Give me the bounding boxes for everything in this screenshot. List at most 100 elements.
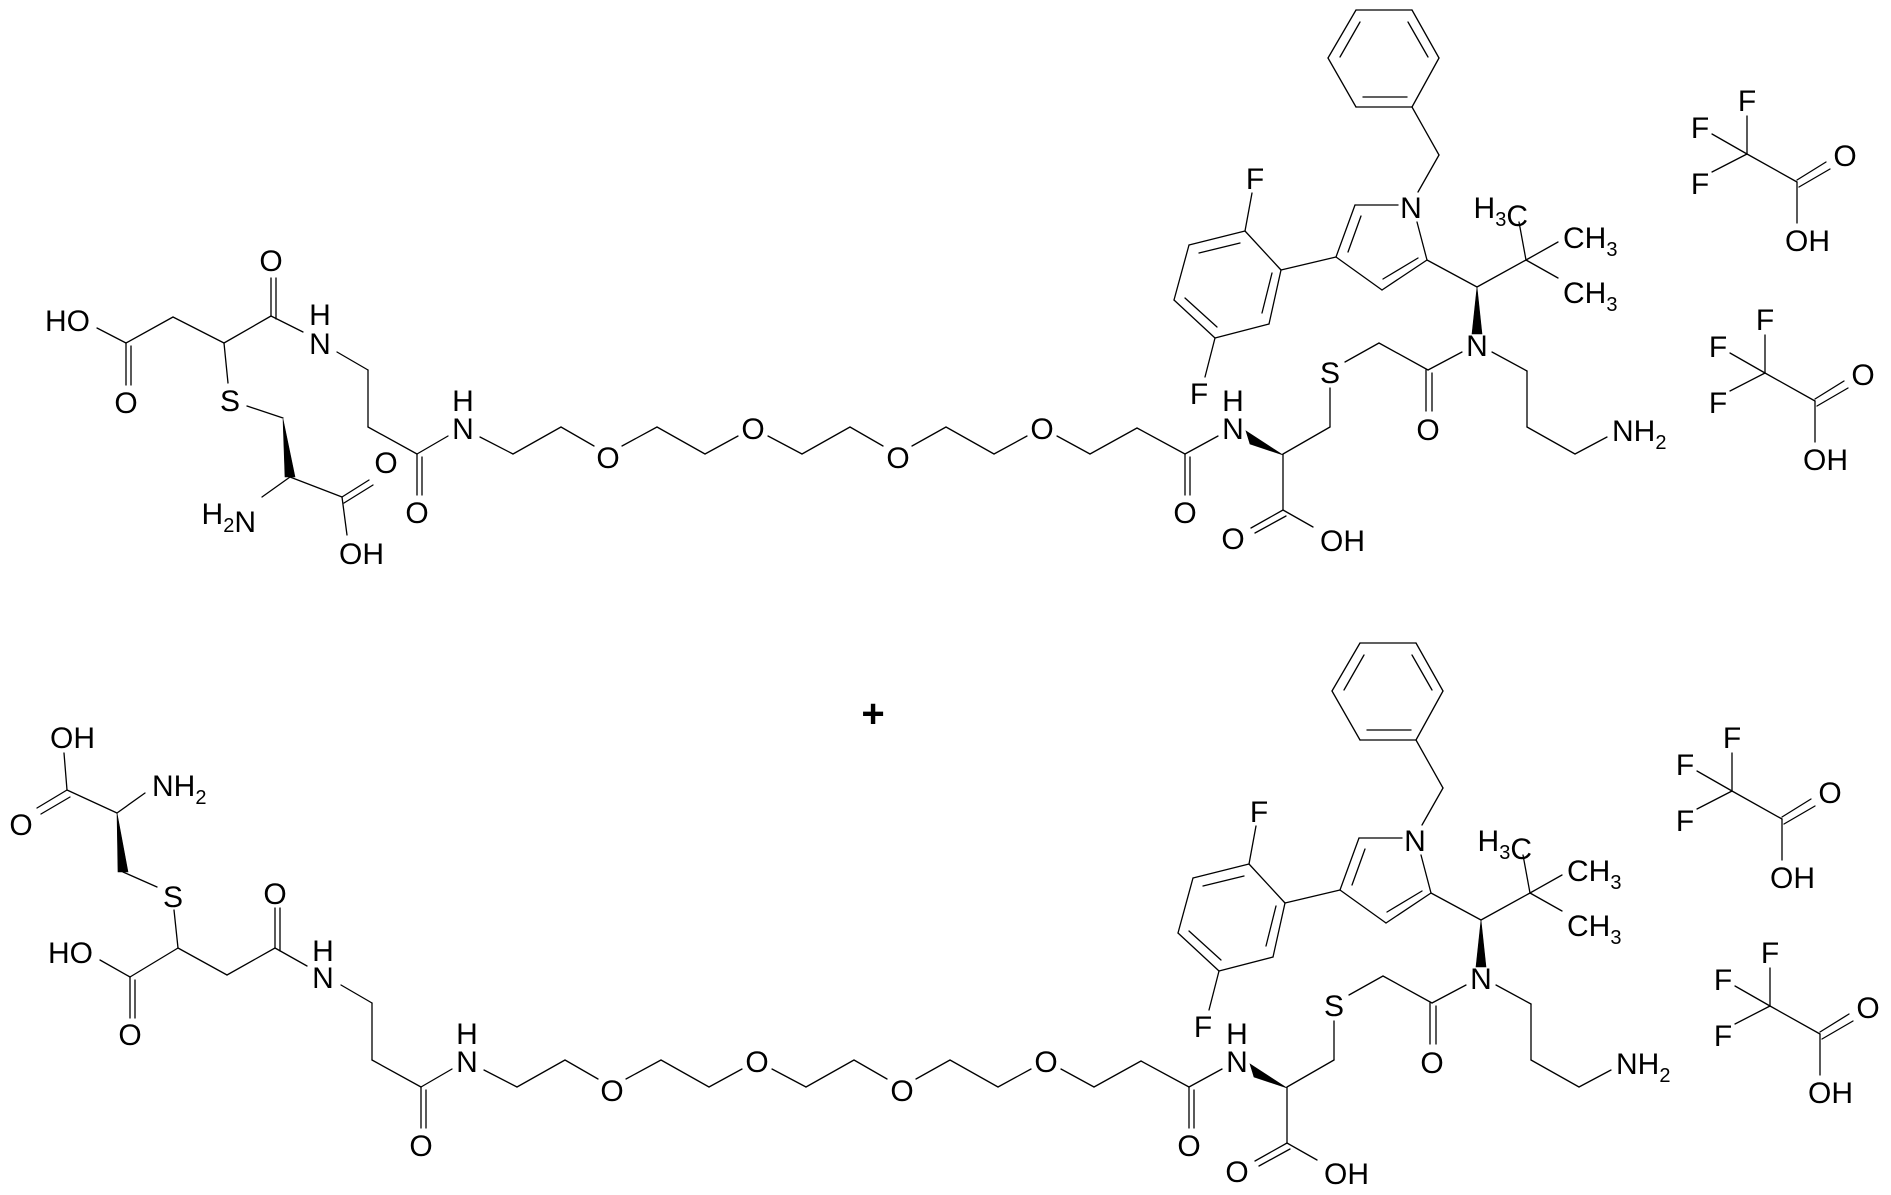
bond-line: [1280, 256, 1337, 271]
bond-line: [1344, 342, 1380, 363]
bond-line: [1411, 9, 1440, 59]
bond-line: [1261, 272, 1273, 314]
bond-line: [1518, 221, 1527, 261]
atom-label: H: [1222, 385, 1244, 418]
bond-line: [560, 426, 595, 447]
atom-label: F: [1709, 387, 1727, 420]
atom-label: O: [596, 442, 619, 475]
atom-label: F: [1676, 749, 1694, 782]
bond-line: [63, 752, 68, 791]
bond-line: [1529, 874, 1563, 894]
atom-label: OH: [1785, 225, 1830, 258]
bond-line: [1411, 654, 1433, 691]
bond-line: [805, 1059, 855, 1088]
bond-line: [1348, 975, 1384, 996]
bond-line: [1764, 372, 1816, 402]
bond-line: [340, 984, 373, 1004]
atom-label: O: [374, 447, 397, 480]
bond-line: [1173, 299, 1216, 339]
bond-line: [1351, 848, 1366, 886]
bond-line: [116, 792, 146, 814]
bond-line: [1347, 215, 1362, 253]
bond-line: [1821, 1020, 1854, 1040]
bond-line: [289, 476, 343, 498]
atom-label: H: [1226, 1018, 1248, 1051]
atom-label: O: [890, 1075, 913, 1108]
stereo-wedge-bond: [116, 812, 129, 873]
atom-label: NH2: [1616, 1048, 1670, 1087]
bond-line: [1284, 889, 1341, 904]
bond-line: [849, 426, 884, 447]
bond-line: [915, 1059, 951, 1080]
bond-line: [1218, 956, 1274, 972]
bond-line: [1188, 930, 1222, 961]
bond-line: [1529, 892, 1563, 912]
bond-line: [1381, 259, 1428, 291]
atom-label: OH: [1320, 525, 1365, 558]
atom-label: O: [405, 497, 428, 530]
bond-line: [1386, 890, 1423, 913]
atom-label: H: [452, 385, 474, 418]
atom-label: N: [309, 328, 331, 361]
bond-line: [1060, 1068, 1095, 1088]
bond-line: [1208, 970, 1220, 1011]
bond-line: [1407, 21, 1429, 58]
bond-line: [997, 1068, 1032, 1088]
bond-line: [1816, 387, 1849, 407]
atom-label: F: [1756, 304, 1774, 337]
atom-label: O: [1173, 497, 1196, 530]
bond-line: [40, 796, 71, 815]
bond-line: [1327, 57, 1357, 108]
bond-line: [1093, 1060, 1142, 1088]
bond-line: [172, 316, 225, 344]
atom-label: CH3: [1567, 910, 1621, 949]
atom-label: F: [1676, 805, 1694, 838]
bond-line: [1173, 244, 1190, 301]
bond-line: [125, 316, 174, 344]
bond-line: [911, 426, 947, 447]
atom-label: CH3: [1567, 855, 1621, 894]
bond-line: [1254, 515, 1287, 534]
bond-line: [1089, 427, 1138, 455]
bond-line: [767, 435, 803, 455]
atom-label: H: [456, 1018, 478, 1051]
stereo-wedge-bond: [1249, 1063, 1288, 1089]
bond-line: [1526, 426, 1576, 455]
bond-line: [564, 1059, 599, 1080]
bond-line: [1574, 436, 1608, 455]
atom-label: S: [163, 881, 183, 914]
bond-line: [1711, 153, 1748, 173]
bond-line: [704, 435, 739, 455]
bond-line: [122, 871, 158, 888]
bond-line: [1781, 798, 1812, 818]
bond-line: [1480, 892, 1531, 921]
atom-label: F: [1691, 112, 1709, 145]
bond-line: [1282, 426, 1331, 455]
bond-line: [367, 426, 418, 455]
bond-line: [420, 1068, 453, 1088]
atom-label: O: [114, 387, 137, 420]
atom-label: O: [9, 809, 32, 842]
atom-label: N: [1400, 192, 1422, 225]
bond-line: [1525, 259, 1559, 279]
atom-label: OH: [1770, 862, 1815, 895]
bond-line: [1491, 351, 1528, 372]
atom-label: O: [886, 442, 909, 475]
atom-label: CH3: [1563, 222, 1617, 261]
atom-label: O: [1030, 413, 1053, 446]
atom-label: N: [1404, 825, 1426, 858]
atom-label: N: [1222, 413, 1244, 446]
bond-line: [945, 426, 995, 455]
bond-line: [1411, 57, 1440, 108]
bond-line: [1495, 984, 1532, 1005]
bond-line: [1177, 932, 1220, 972]
bond-line: [1254, 1142, 1288, 1162]
atom-label: O: [1034, 1046, 1057, 1079]
bond-line: [1378, 342, 1429, 371]
bond-line: [371, 1059, 422, 1088]
bond-line: [1248, 825, 1257, 865]
